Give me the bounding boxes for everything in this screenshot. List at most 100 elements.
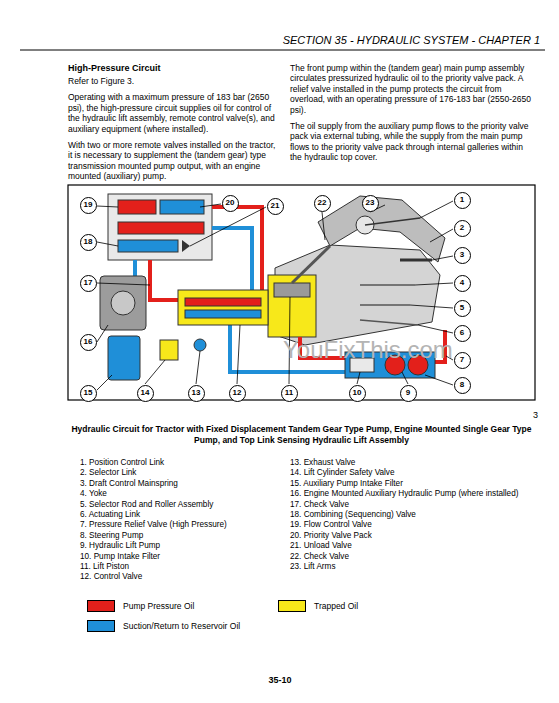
callout-number: 19 bbox=[80, 197, 97, 214]
legend-swatch bbox=[87, 620, 115, 632]
callout-number: 6 bbox=[454, 325, 471, 342]
intake-filter bbox=[108, 336, 140, 380]
callout-text: 3 bbox=[460, 251, 464, 259]
callout-text: 2 bbox=[460, 224, 464, 232]
callout-number: 2 bbox=[454, 220, 471, 237]
callout-number: 23 bbox=[362, 195, 379, 212]
callout-text: 18 bbox=[84, 238, 93, 246]
parts-list-item: 8. Steering Pump bbox=[80, 531, 280, 541]
parts-list-item: 3. Draft Control Mainspring bbox=[80, 479, 280, 489]
page-number: 35-10 bbox=[250, 675, 310, 685]
mainspring bbox=[400, 259, 432, 262]
callout-number: 13 bbox=[188, 385, 205, 402]
callout-number: 1 bbox=[454, 192, 471, 209]
safety-valve bbox=[160, 340, 178, 360]
body-text: The oil supply from the auxiliary pump f… bbox=[290, 121, 536, 163]
parts-list-item: 12. Control Valve bbox=[80, 572, 280, 582]
parts-list-item: 14. Lift Cylinder Safety Valve bbox=[290, 468, 535, 478]
callout-number: 21 bbox=[267, 198, 284, 215]
parts-list-item: 13. Exhaust Valve bbox=[290, 458, 535, 468]
parts-list-item: 17. Check Valve bbox=[290, 500, 535, 510]
check-valve-symbol bbox=[182, 240, 190, 252]
callout-number: 11 bbox=[281, 385, 298, 402]
valve-spool bbox=[185, 310, 261, 318]
figure-number: 3 bbox=[533, 410, 538, 420]
parts-list-item: 4. Yoke bbox=[80, 489, 280, 499]
callout-text: 12 bbox=[233, 389, 242, 397]
callout-text: 4 bbox=[460, 279, 464, 287]
callout-text: 13 bbox=[192, 389, 201, 397]
position-link bbox=[365, 218, 420, 225]
pressure-pipe bbox=[150, 260, 178, 300]
selector-rods bbox=[360, 285, 418, 325]
callout-text: 22 bbox=[318, 199, 327, 207]
legend-text: Trapped Oil bbox=[314, 600, 358, 612]
callout-number: 16 bbox=[80, 334, 97, 351]
parts-list-item: 15. Auxiliary Pump Intake Filter bbox=[290, 479, 535, 489]
valve-spool bbox=[185, 298, 261, 306]
parts-list-item: 21. Unload Valve bbox=[290, 541, 535, 551]
parts-list-item: 22. Check Valve bbox=[290, 552, 535, 562]
callout-text: 19 bbox=[84, 201, 93, 209]
return-pipe bbox=[133, 260, 137, 278]
header-rule bbox=[20, 50, 545, 51]
parts-list-item: 9. Hydraulic Lift Pump bbox=[80, 541, 280, 551]
callout-number: 22 bbox=[314, 195, 331, 212]
pump-gear bbox=[111, 291, 135, 315]
callout-number: 9 bbox=[400, 385, 417, 402]
control-valve bbox=[178, 290, 268, 325]
callout-text: 6 bbox=[460, 329, 464, 337]
parts-list-item: 5. Selector Rod and Roller Assembly bbox=[80, 500, 280, 510]
callout-number: 10 bbox=[349, 385, 366, 402]
piston-rod bbox=[292, 246, 330, 283]
valve-spool bbox=[118, 222, 204, 234]
callout-text: 17 bbox=[84, 279, 93, 287]
legend-text: Pump Pressure Oil bbox=[123, 600, 194, 612]
section-heading: High-Pressure Circuit bbox=[68, 63, 276, 74]
text-column: High-Pressure CircuitRefer to Figure 3.O… bbox=[68, 63, 276, 188]
priority-valve-pack bbox=[108, 194, 212, 260]
callout-text: 1 bbox=[460, 196, 464, 204]
callout-text: 5 bbox=[460, 304, 464, 312]
callout-number: 7 bbox=[454, 352, 471, 369]
callout-number: 18 bbox=[80, 234, 97, 251]
callout-text: 8 bbox=[460, 381, 464, 389]
parts-list-item: 2. Selector Link bbox=[80, 468, 280, 478]
legend-text: Suction/Return to Reservoir Oil bbox=[123, 620, 240, 632]
body-text: Operating with a maximum pressure of 183… bbox=[68, 92, 276, 134]
figure-frame bbox=[68, 185, 535, 400]
callout-text: 11 bbox=[285, 389, 293, 397]
return-pipe bbox=[212, 228, 252, 290]
parts-list-item: 20. Priority Valve Pack bbox=[290, 531, 535, 541]
legend-swatch bbox=[87, 600, 115, 612]
pressure-pipe bbox=[212, 207, 262, 290]
leader-lines bbox=[97, 201, 453, 390]
callout-number: 12 bbox=[229, 385, 246, 402]
callout-number: 3 bbox=[454, 247, 471, 264]
watermark: YouFixThis.com bbox=[283, 336, 453, 364]
parts-list-item: 7. Pressure Relief Valve (High Pressure) bbox=[80, 520, 280, 530]
body-text: With two or more remote valves installed… bbox=[68, 140, 276, 182]
valve-spool bbox=[160, 200, 204, 214]
callout-number: 5 bbox=[454, 300, 471, 317]
parts-list-item: 11. Lift Piston bbox=[80, 562, 280, 572]
callout-text: 20 bbox=[226, 199, 235, 207]
text-column: 1. Position Control Link2. Selector Link… bbox=[80, 458, 280, 583]
callout-text: 10 bbox=[353, 389, 362, 397]
parts-list-item: 10. Pump Intake Filter bbox=[80, 552, 280, 562]
figure-caption: Hydraulic Circuit for Tractor with Fixed… bbox=[68, 424, 535, 446]
text-column: 13. Exhaust Valve14. Lift Cylinder Safet… bbox=[290, 458, 535, 572]
section-header: SECTION 35 - HYDRAULIC SYSTEM - CHAPTER … bbox=[283, 34, 540, 46]
parts-list-item: 1. Position Control Link bbox=[80, 458, 280, 468]
text-column: The front pump within the (tandem gear) … bbox=[290, 63, 536, 169]
lift-piston bbox=[274, 283, 310, 297]
body-text: The front pump within the (tandem gear) … bbox=[290, 63, 536, 115]
callout-number: 15 bbox=[80, 385, 97, 402]
callout-number: 14 bbox=[137, 385, 154, 402]
callout-text: 7 bbox=[460, 356, 464, 364]
parts-list-item: 23. Lift Arms bbox=[290, 562, 535, 572]
callout-text: 15 bbox=[84, 389, 93, 397]
parts-list-item: 19. Flow Control Valve bbox=[290, 520, 535, 530]
exhaust-valve bbox=[194, 339, 206, 351]
